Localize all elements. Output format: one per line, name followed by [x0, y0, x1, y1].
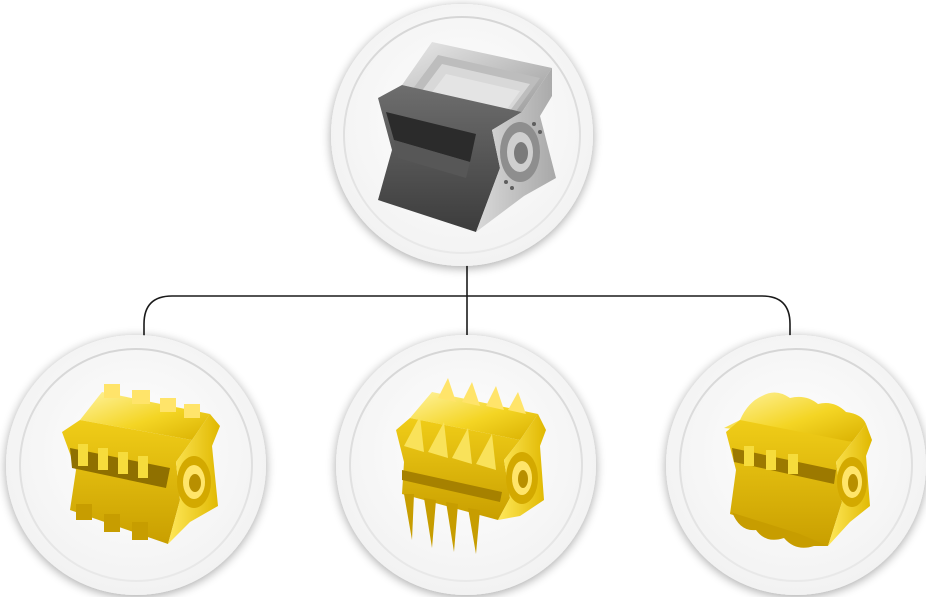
gold-block-sawtooth-teeth-icon: [396, 378, 546, 554]
child-node-2: [336, 335, 596, 595]
gold-block-rounded-profile-icon: [724, 392, 872, 548]
parent-node: [331, 4, 593, 266]
child-node-3: [666, 335, 926, 595]
connector-right-branch: [467, 295, 791, 345]
connector-lines: [143, 262, 791, 345]
child-node-1: [6, 335, 266, 595]
grey-steel-profile-block-icon: [378, 42, 556, 232]
connector-left-branch: [143, 295, 467, 345]
gold-block-rectangular-teeth-icon: [62, 384, 220, 544]
